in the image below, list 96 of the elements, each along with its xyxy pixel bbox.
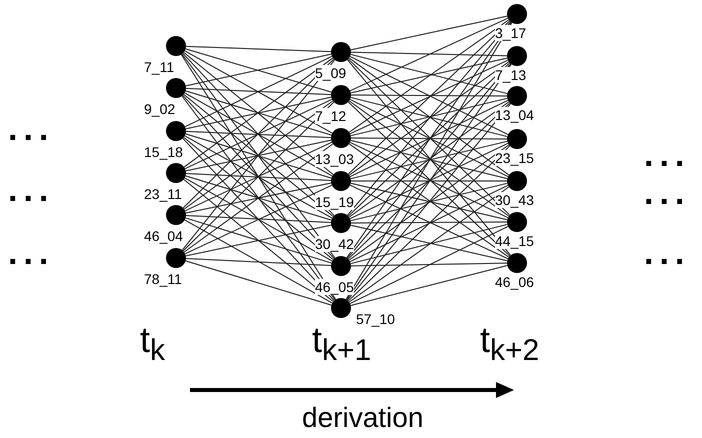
node-dot	[331, 85, 351, 105]
node-label: 9_02	[144, 101, 176, 117]
connector-line	[185, 175, 332, 221]
node-label: 46_06	[495, 274, 534, 290]
connector-line	[348, 19, 510, 133]
node-label: 13_04	[495, 107, 534, 123]
node-dot	[507, 86, 527, 106]
node-label: 15_19	[315, 194, 354, 210]
node-label: 7_11	[144, 59, 174, 75]
node-label: 7_13	[495, 67, 526, 83]
connector-line	[183, 178, 334, 302]
node-dot	[166, 248, 186, 268]
node-label: 5_09	[315, 65, 346, 81]
connector-line	[186, 88, 332, 96]
connector-line	[346, 21, 512, 216]
node-dot	[507, 4, 527, 24]
node-dot	[331, 298, 351, 318]
connector-line	[346, 22, 512, 258]
connector-line	[350, 18, 508, 92]
node-dot	[166, 205, 186, 225]
ellipsis-dots: ...	[644, 176, 690, 210]
node-dot	[507, 129, 527, 149]
connector-line	[182, 138, 335, 302]
connector-line	[346, 22, 512, 300]
node-dot	[507, 212, 527, 232]
connector-line	[186, 172, 332, 182]
node-dot	[166, 36, 186, 56]
connector-line	[350, 262, 508, 266]
node-dot	[331, 171, 351, 191]
connector-line	[184, 135, 333, 219]
connector-line	[184, 177, 333, 262]
node-label: 30_43	[495, 192, 534, 208]
connector-line	[350, 138, 508, 140]
connector-line	[185, 90, 332, 136]
connector-line	[348, 186, 510, 303]
node-label: 44_15	[495, 233, 534, 249]
connector-line	[349, 226, 509, 304]
connector-line	[186, 130, 332, 138]
connector-line	[350, 180, 508, 182]
time-step-label: t$_{k}$	[140, 322, 166, 366]
connector-line	[185, 48, 332, 93]
connector-line	[184, 219, 333, 304]
node-label: 78_11	[144, 271, 182, 287]
connector-line	[350, 222, 508, 224]
node-dot	[166, 121, 186, 141]
connector-line	[186, 46, 332, 52]
connector-line	[184, 184, 332, 254]
ellipsis-dots: ...	[8, 236, 54, 270]
node-label: 15_18	[144, 144, 183, 160]
node-label: 23_15	[495, 150, 534, 166]
connector-line	[185, 96, 332, 130]
connector-line	[350, 94, 508, 96]
connector-line	[184, 98, 332, 170]
connector-line	[350, 16, 508, 50]
node-dot	[331, 128, 351, 148]
node-dot	[507, 253, 527, 273]
node-dot	[166, 78, 186, 98]
node-dot	[507, 46, 527, 66]
node-label: 13_03	[315, 151, 354, 167]
connector-line	[186, 214, 332, 224]
node-label: 7_12	[315, 108, 346, 124]
connector-line	[348, 20, 510, 175]
connector-line	[184, 142, 332, 212]
connector-line	[185, 140, 332, 172]
connector-line	[185, 182, 332, 214]
connector-line	[184, 92, 333, 177]
connector-line	[182, 96, 336, 300]
node-dot	[166, 163, 186, 183]
connector-line	[350, 52, 508, 56]
node-dot	[331, 213, 351, 233]
node-dot	[331, 42, 351, 62]
ellipsis-dots: ...	[644, 138, 690, 172]
axis-caption: derivation	[302, 404, 424, 432]
node-label: 3_17	[495, 25, 526, 41]
connector-line	[346, 64, 512, 300]
ellipsis-dots: ...	[8, 173, 54, 207]
connector-line	[185, 54, 332, 86]
node-label: 46_04	[144, 228, 183, 244]
node-label: 23_11	[144, 186, 182, 202]
connector-line	[186, 258, 332, 266]
ellipsis-dots: ...	[8, 112, 54, 146]
connector-line	[185, 260, 332, 306]
connector-line	[185, 224, 332, 256]
connector-line	[350, 264, 508, 306]
node-label: 46_05	[315, 279, 354, 295]
connector-line	[348, 145, 510, 302]
node-label: 30_42	[315, 236, 354, 252]
connector-line	[185, 217, 332, 264]
time-step-label: t$_{k+2}$	[480, 322, 540, 366]
connector-line	[185, 133, 332, 179]
node-dot	[331, 256, 351, 276]
connector-line	[346, 103, 512, 301]
node-label: 57_10	[356, 311, 395, 327]
ellipsis-dots: ...	[644, 236, 690, 270]
node-dot	[507, 171, 527, 191]
connector-line	[180, 54, 336, 300]
